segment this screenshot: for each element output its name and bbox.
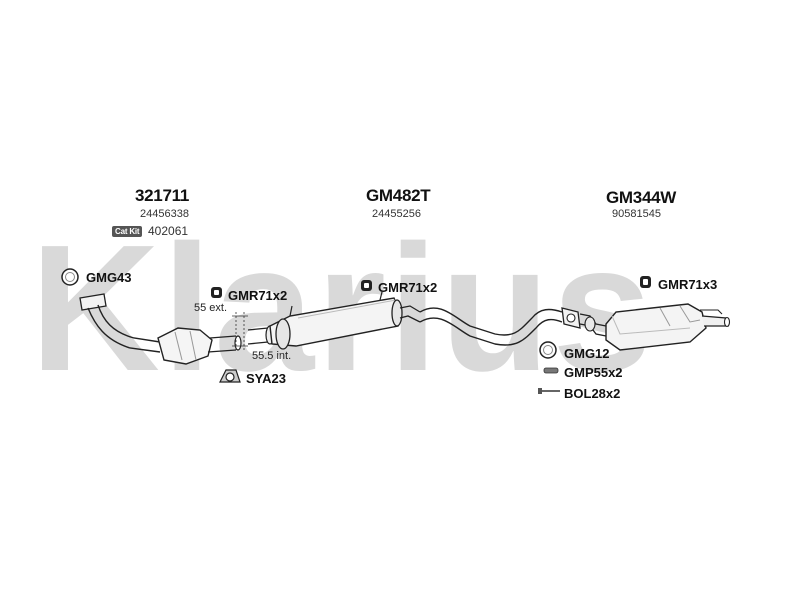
middle-silencer <box>247 291 421 350</box>
fitting-label-gmg43: GMG43 <box>86 270 132 285</box>
connecting-pipe <box>419 307 563 346</box>
rubber-hanger-icon-mid <box>361 280 372 291</box>
part-code-321711: 321711 <box>135 186 189 205</box>
fitting-label-gmp55x2: GMP55x2 <box>564 365 623 380</box>
dimension-label-int: 55.5 int. <box>252 350 292 362</box>
rubber-hanger-icon-front <box>211 287 222 298</box>
fitting-label-gmr71x3: GMR71x3 <box>658 277 718 292</box>
fitting-label-bol28x2: BOL28x2 <box>564 386 621 401</box>
part-code-gm482t: GM482T <box>366 186 431 205</box>
flange-connector <box>561 307 607 337</box>
dimension-marks <box>232 312 248 352</box>
catkit-number: 402061 <box>148 224 189 238</box>
pipe-clamp-icon <box>543 367 559 374</box>
rubber-hanger-icon-rear <box>640 276 651 288</box>
fitting-label-gmg12: GMG12 <box>564 346 610 361</box>
oe-number-24456338: 24456338 <box>140 208 189 220</box>
gasket-ring-icon-rear <box>539 341 557 359</box>
fitting-label-sya23: SYA23 <box>246 371 286 386</box>
catalytic-converter-front-pipe <box>79 293 242 365</box>
oe-number-24455256: 24455256 <box>372 208 421 220</box>
fitting-label-gmr71x2-front: GMR71x2 <box>228 288 288 303</box>
bolt-icon <box>538 388 560 394</box>
oe-number-90581545: 90581545 <box>612 208 661 220</box>
dimension-label-ext: 55 ext. <box>194 302 228 314</box>
fitting-label-gmr71x2-mid: GMR71x2 <box>378 280 438 295</box>
clamp-icon <box>219 369 241 383</box>
rear-silencer <box>605 303 731 351</box>
gasket-ring-icon <box>61 268 79 286</box>
catkit-badge: Cat Kit <box>112 226 143 237</box>
part-code-gm344w: GM344W <box>606 188 676 207</box>
